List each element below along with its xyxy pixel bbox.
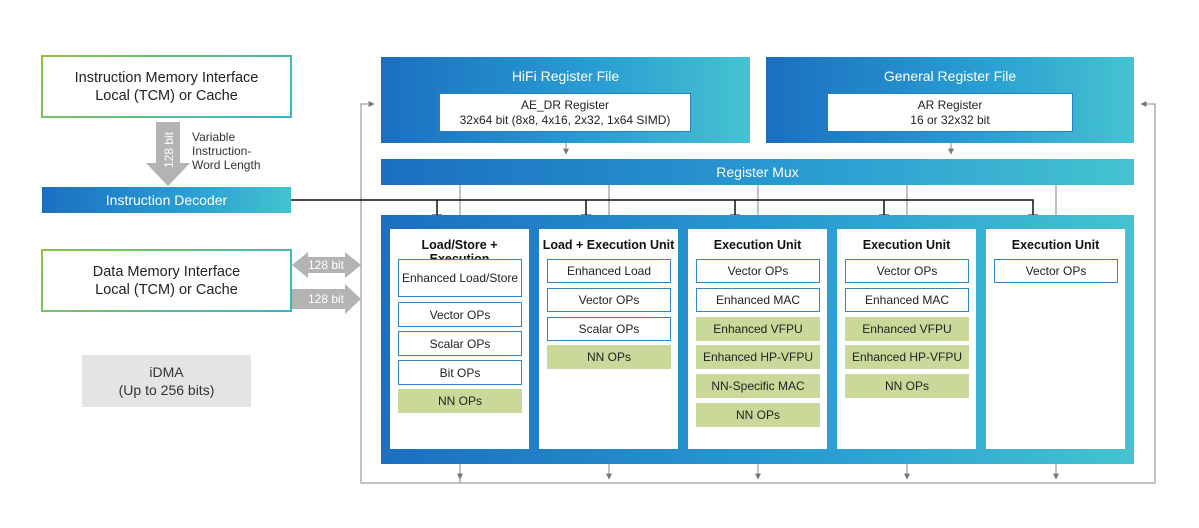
idma-width: (Up to 256 bits) <box>118 382 215 398</box>
idma-title: iDMA <box>149 364 184 380</box>
data-memory-interface: Data Memory Interface Local (TCM) or Cac… <box>41 249 292 312</box>
op-box: Bit OPs <box>398 360 522 385</box>
general-register-file: General Register File AR Register 16 or … <box>766 57 1134 143</box>
regfile-to-mux-arrows <box>563 143 954 155</box>
data-memory-line2: Local (TCM) or Cache <box>95 281 238 298</box>
instruction-decoder: Instruction Decoder <box>42 187 291 213</box>
op-box: Vector OPs <box>398 302 522 327</box>
op-box: Vector OPs <box>696 259 820 283</box>
unit-execution-5: Execution Unit Vector OPs <box>986 229 1125 449</box>
data-bus-bidirectional-arrow <box>292 252 361 278</box>
op-box: Enhanced MAC <box>696 288 820 312</box>
op-box: NN OPs <box>398 389 522 413</box>
hifi-register-file: HiFi Register File AE_DR Register 32x64 … <box>381 57 750 143</box>
note-line3: Word Length <box>192 158 261 172</box>
data-bus-bottom-label: 128 bit <box>307 292 345 306</box>
data-bus-inbound-arrow <box>292 284 361 314</box>
op-box: Scalar OPs <box>398 331 522 356</box>
variable-word-length-note: Variable Instruction- Word Length <box>192 130 261 172</box>
ar-register: AR Register 16 or 32x32 bit <box>827 93 1073 132</box>
op-box: Vector OPs <box>994 259 1118 283</box>
unit-title: Execution Unit <box>1011 238 1100 252</box>
idma-block: iDMA (Up to 256 bits) <box>82 355 251 407</box>
op-box: NN OPs <box>547 345 671 369</box>
register-mux-label: Register Mux <box>716 164 799 180</box>
op-box: NN-Specific MAC <box>696 374 820 398</box>
unit-execution-4: Execution Unit Vector OPs Enhanced MAC E… <box>837 229 976 449</box>
unit-title: Load + Execution Unit <box>542 238 675 252</box>
note-line1: Variable <box>192 130 236 144</box>
unit-load-execution: Load + Execution Unit Enhanced Load Vect… <box>539 229 678 449</box>
instruction-memory-interface: Instruction Memory Interface Local (TCM)… <box>41 55 292 118</box>
op-box: Enhanced HP-VFPU <box>696 345 820 369</box>
op-box: Vector OPs <box>845 259 969 283</box>
op-box: Enhanced HP-VFPU <box>845 345 969 369</box>
op-box: Vector OPs <box>547 288 671 312</box>
data-bus-top-label: 128 bit <box>307 258 345 272</box>
ar-register-name: AR Register <box>917 97 983 112</box>
instruction-memory-line2: Local (TCM) or Cache <box>95 87 238 104</box>
op-box: Scalar OPs <box>547 317 671 341</box>
unit-execution-3: Execution Unit Vector OPs Enhanced MAC E… <box>688 229 827 449</box>
unit-title: Execution Unit <box>713 238 802 252</box>
register-mux: Register Mux <box>381 159 1134 185</box>
ae-dr-register-desc: 32x64 bit (8x8, 4x16, 2x32, 1x64 SIMD) <box>459 112 671 127</box>
unit-title: Execution Unit <box>862 238 951 252</box>
note-line2: Instruction- <box>192 144 252 158</box>
instruction-memory-line1: Instruction Memory Interface <box>74 69 259 86</box>
op-box: NN OPs <box>696 403 820 427</box>
op-box: Enhanced MAC <box>845 288 969 312</box>
op-box: Enhanced Load <box>547 259 671 283</box>
general-register-file-title: General Register File <box>883 68 1017 84</box>
op-box: Enhanced VFPU <box>696 317 820 341</box>
data-memory-line1: Data Memory Interface <box>92 263 241 280</box>
ar-register-desc: 16 or 32x32 bit <box>910 112 990 127</box>
op-box: Enhanced VFPU <box>845 317 969 341</box>
ae-dr-register-name: AE_DR Register <box>520 97 610 112</box>
unit-output-arrows <box>457 464 1059 480</box>
instruction-decoder-label: Instruction Decoder <box>105 192 228 208</box>
op-box: Enhanced Load/Store <box>398 259 522 297</box>
hifi-register-file-title: HiFi Register File <box>511 68 620 84</box>
unit-load-store-execution: Load/Store + Execution Enhanced Load/Sto… <box>390 229 529 449</box>
ae-dr-register: AE_DR Register 32x64 bit (8x8, 4x16, 2x3… <box>439 93 691 132</box>
op-box: NN OPs <box>845 374 969 398</box>
